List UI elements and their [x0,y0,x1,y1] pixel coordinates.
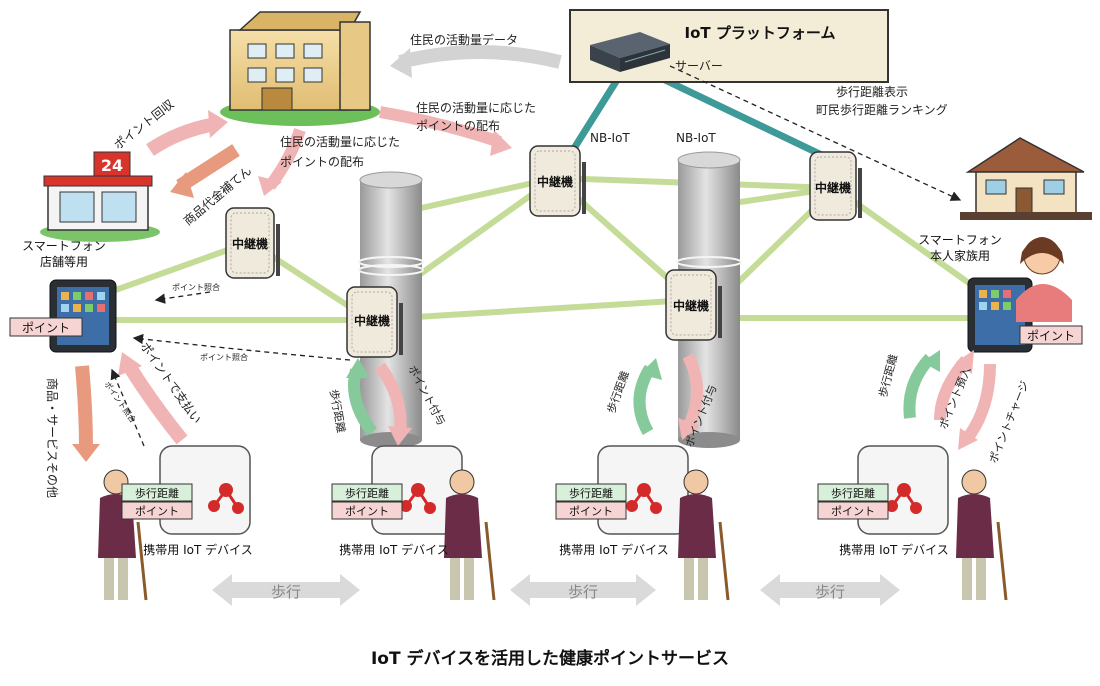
shop-label-line1: スマートフォン [22,239,106,253]
shop-smartphone [49,279,117,353]
relay-unit: 中継機 [665,269,722,341]
diagram-title: IoT デバイスを活用した健康ポイントサービス [371,648,729,669]
nbiot-label-right: NB-IoT [676,131,716,145]
relay-label: 中継機 [537,174,573,189]
shop-points-label-line2: ポイントの配布 [280,155,364,169]
server-icon [590,32,670,72]
home-building [960,137,1092,220]
device-label: 携帯用 IoT デバイス [143,542,252,557]
family-person-icon [1016,237,1072,322]
city-points-label-line1: 住民の活動量に応じた [416,101,536,115]
device-points-badge: ポイント [831,505,875,518]
step-distance-label-1: 歩行距離 [327,388,348,434]
relay-unit: 中継機 [809,151,862,221]
ranking-label-line1: 歩行距離表示 [836,84,908,99]
person-icon [956,469,1008,601]
device-steps-badge: 歩行距離 [569,486,613,500]
relay-unit: 中継機 [346,286,403,358]
home-label-line1: スマートフォン [918,233,1002,247]
walk-label: 歩行 [271,583,301,601]
device-steps-badge: 歩行距離 [831,486,875,500]
walk-label: 歩行 [815,583,845,601]
step-distance-label-3: 歩行距離 [875,353,900,399]
device-points-badge: ポイント [345,505,389,518]
relay-label: 中継機 [815,180,851,195]
walker-group: 歩行距離 ポイント 携帯用 IoT デバイス [555,445,730,601]
device-label: 携帯用 IoT デバイス [559,542,668,557]
home-point-badge-label: ポイント [1027,329,1075,343]
ranking-label-line2: 町民歩行距離ランキング [816,102,948,117]
relay-label: 中継機 [232,236,268,251]
device-label: 携帯用 IoT デバイス [839,542,948,557]
device-steps-badge: 歩行距離 [345,486,389,500]
platform-title: IoT プラットフォーム [685,24,836,42]
device-steps-badge: 歩行距離 [135,486,179,500]
step-distance-label-2: 歩行距離 [604,369,632,415]
person-icon [678,469,730,601]
flow-arrows [72,45,996,462]
home-label-line2: 本人家族用 [930,248,990,263]
city-points-label-line2: ポイントの配布 [416,119,500,133]
activity-data-label: 住民の活動量データ [410,32,518,47]
point-check-label-3: ポイント照合 [102,379,138,424]
relay-unit: 中継機 [529,145,586,217]
device-points-badge: ポイント [135,505,179,518]
walk-arrow: 歩行 [212,574,360,606]
shop-point-badge: ポイント [9,317,83,337]
walk-arrow: 歩行 [760,574,900,606]
convenience-store: 24 [40,151,160,242]
walker-group: 歩行距離 ポイント 携帯用 IoT デバイス [817,445,1008,601]
iot-platform: IoT プラットフォーム サーバー [569,9,889,83]
relay-unit: 中継機 [225,207,280,279]
person-icon [444,469,496,601]
point-check-label-1: ポイント照合 [172,282,220,292]
home-smartphone [967,277,1033,353]
device-label: 携帯用 IoT デバイス [339,542,448,557]
relay-label: 中継機 [673,298,709,313]
walk-arrow: 歩行 [510,574,656,606]
point-check-label-2: ポイント照合 [200,352,248,362]
walk-label: 歩行 [568,583,598,601]
shop-point-badge-label: ポイント [22,321,70,335]
nbiot-label-left: NB-IoT [590,131,630,145]
walker-group: 歩行距離 ポイント 携帯用 IoT デバイス [98,445,253,601]
shop-points-label-line1: 住民の活動量に応じた [280,135,400,149]
walker-group: 歩行距離 ポイント 携帯用 IoT デバイス [331,445,496,601]
goods-services-label: 商品・サービスその他 [45,378,60,498]
city-hall-building [220,11,380,126]
relay-label: 中継機 [354,313,390,328]
device-points-badge: ポイント [569,505,613,518]
home-point-badge: ポイント [1019,325,1083,345]
store-sign-icon: 24 [101,156,123,175]
server-label: サーバー [675,59,723,73]
dashed-arrows [110,65,962,447]
shop-label-line2: 店舗等用 [40,255,88,269]
